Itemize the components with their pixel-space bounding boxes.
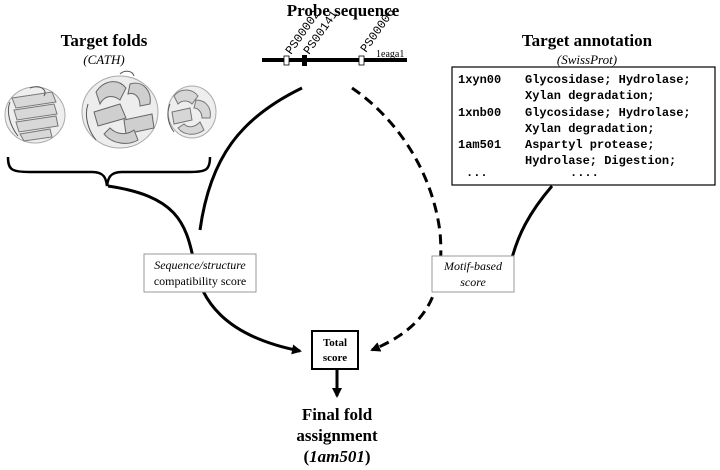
annotation-table-box: [451, 66, 716, 186]
annotation-row-text: Hydrolase; Digestion;: [525, 154, 676, 168]
protein-structure-icon-1: [4, 86, 66, 144]
final-assignment-label: assignment: [296, 426, 378, 445]
compatibility-score-label: compatibility score: [154, 274, 246, 288]
total-score-label: score: [323, 352, 347, 364]
annotation-row-text: Xylan degradation;: [525, 89, 655, 103]
motif-score-label: score: [460, 275, 486, 289]
target-folds-subtitle: (CATH): [83, 52, 124, 67]
ps00002-site-marker: [283, 55, 290, 66]
annotation-row-text: Glycosidase; Hydrolase;: [525, 106, 691, 120]
protein-structure-icon-3: [167, 85, 217, 139]
annotation-row-id: 1xnb00: [458, 106, 501, 120]
target-annotation-subtitle: (SwissProt): [557, 52, 617, 67]
total-score-group: Total score: [311, 330, 359, 370]
annotation-row-id: 1am501: [458, 138, 501, 152]
final-assignment-label: Final fold: [302, 405, 373, 424]
annotation-ellipsis: ....: [570, 166, 599, 180]
final-assignment-id: (1am501): [303, 447, 370, 466]
probe-to-total-line: [198, 86, 303, 231]
ps00006-site-marker: [358, 55, 365, 66]
motif-score-box: [431, 255, 515, 293]
annotation-row-id: 1xyn00: [458, 73, 501, 87]
annotation-row-text: Aspartyl protease;: [525, 138, 655, 152]
target-folds-title: Target folds: [61, 31, 148, 50]
compatibility-score-box: [143, 253, 257, 293]
annotation-ellipsis: ...: [466, 166, 488, 180]
annotation-row-text: Glycosidase; Hydrolase;: [525, 73, 691, 87]
target-folds-group: Target folds (CATH): [4, 31, 217, 187]
compatibility-score-group: Sequence/structure compatibility score: [143, 253, 257, 293]
target-annotation-title: Target annotation: [522, 31, 653, 50]
ps00141-site-marker: [302, 55, 307, 66]
final-assignment-fold-id: 1am501: [309, 447, 365, 466]
probe-sequence-group: Probe sequence PS00002 PS00141 PS00006 1…: [262, 1, 407, 66]
total-score-box: [311, 330, 359, 370]
target-annotation-group: Target annotation (SwissProt) 1xyn00 Gly…: [451, 31, 716, 186]
motif-score-label: Motif-based: [443, 259, 503, 273]
annotation-row-text: Xylan degradation;: [525, 122, 655, 136]
target-folds-brace: [6, 156, 212, 187]
probe-sequence-title: Probe sequence: [287, 1, 400, 20]
final-assignment-group: Final fold assignment (1am501): [296, 405, 378, 466]
final-assignment-paren: (: [303, 447, 309, 466]
probe-to-total-dashed-line: [351, 86, 443, 352]
final-assignment-paren: ): [365, 447, 371, 466]
motif-score-group: Motif-based score: [431, 255, 515, 293]
compatibility-score-label: Sequence/structure: [154, 258, 246, 272]
total-score-label: Total: [323, 337, 347, 349]
probe-id-label: 1eaga1: [376, 49, 404, 60]
protein-structure-icon-2: [81, 70, 159, 149]
annotation-to-total-dashed-line: [510, 185, 554, 259]
